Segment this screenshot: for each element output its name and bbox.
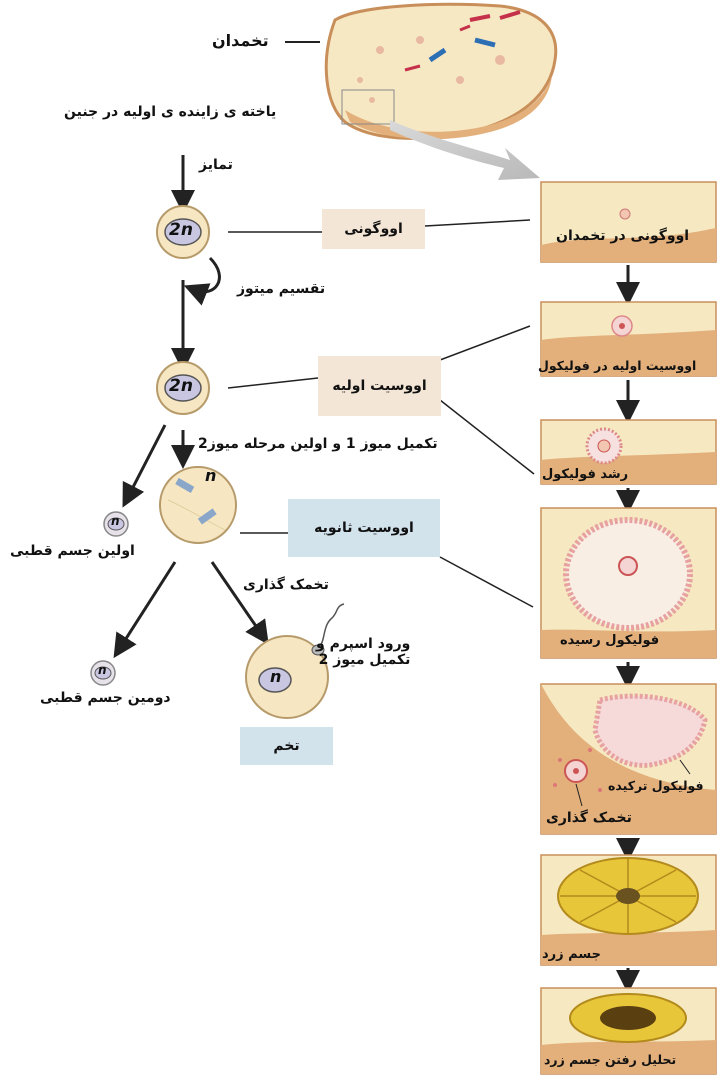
panel-mature-follicle xyxy=(540,507,717,659)
ovary-illustration xyxy=(324,2,558,140)
panel-label-ruptured-follicle: فولیکول ترکیده xyxy=(608,778,704,793)
egg-cell xyxy=(245,603,345,719)
panel-oogonium-in-ovary xyxy=(540,181,717,263)
panel-label-oogonium-in-ovary: اووگونی در تخمدان xyxy=(556,228,690,244)
second-polar-body-n-label: n xyxy=(98,663,107,677)
oogonium-box: اووگونی xyxy=(322,209,425,249)
egg-n-label: n xyxy=(270,667,282,686)
panel-primary-oocyte-in-follicle xyxy=(540,301,717,377)
panel-corpus-luteum xyxy=(540,854,717,966)
secondary-oocyte-n-label: n xyxy=(205,466,217,485)
panel-label-primary-oocyte: اووسیت اولیه در فولیکول xyxy=(538,358,697,373)
panel-label-corpus-luteum-regression: تحلیل رفتن جسم زرد xyxy=(544,1052,677,1067)
panel-corpus-luteum-regression xyxy=(540,987,717,1075)
second-polar-body-label: دومین جسم قطبی xyxy=(40,690,171,706)
zoom-arrow xyxy=(390,120,540,180)
differentiation-label: تمایز xyxy=(199,157,233,173)
second-polar-body-cell xyxy=(90,660,116,686)
panel-label-ovulation: تخمک گذاری xyxy=(546,810,632,826)
first-polar-body-cell xyxy=(103,511,129,537)
panel-label-corpus-luteum: جسم زرد xyxy=(542,947,601,962)
first-polar-body-n-label: n xyxy=(111,514,120,528)
mitosis-label: تقسیم میتوز xyxy=(237,281,326,297)
secondary-oocyte-cell xyxy=(159,466,237,544)
panel-label-follicle-growth: رشد فولیکول xyxy=(542,467,629,482)
cell-2n-top-label: 2n xyxy=(169,220,193,240)
meiosis-step-label: تکمیل میوز 1 و اولین مرحله میوز2 xyxy=(198,436,438,452)
ovulation-label: تخمک گذاری xyxy=(243,577,329,593)
primary-oocyte-cell xyxy=(156,361,210,415)
panel-follicle-growth xyxy=(540,419,717,485)
panel-label-mature-follicle: فولیکول رسیده xyxy=(560,633,660,648)
sperm-entry-label: ورود اسپرم و تکمیل میوز 2 xyxy=(316,636,411,669)
oogonium-cell xyxy=(156,205,210,259)
cell-2n-middle-label: 2n xyxy=(169,376,193,396)
egg-box: تخم xyxy=(240,727,333,765)
primordial-germ-cell-label: یاخته ی زاینده ی اولیه در جنین xyxy=(64,104,277,120)
secondary-oocyte-box: اووسیت ثانویه xyxy=(288,499,440,557)
primary-oocyte-box: اووسیت اولیه xyxy=(318,356,441,416)
panel-ruptured-follicle xyxy=(540,683,717,835)
ovary-label: تخمدان xyxy=(212,31,269,50)
first-polar-body-label: اولین جسم قطبی xyxy=(10,543,135,559)
